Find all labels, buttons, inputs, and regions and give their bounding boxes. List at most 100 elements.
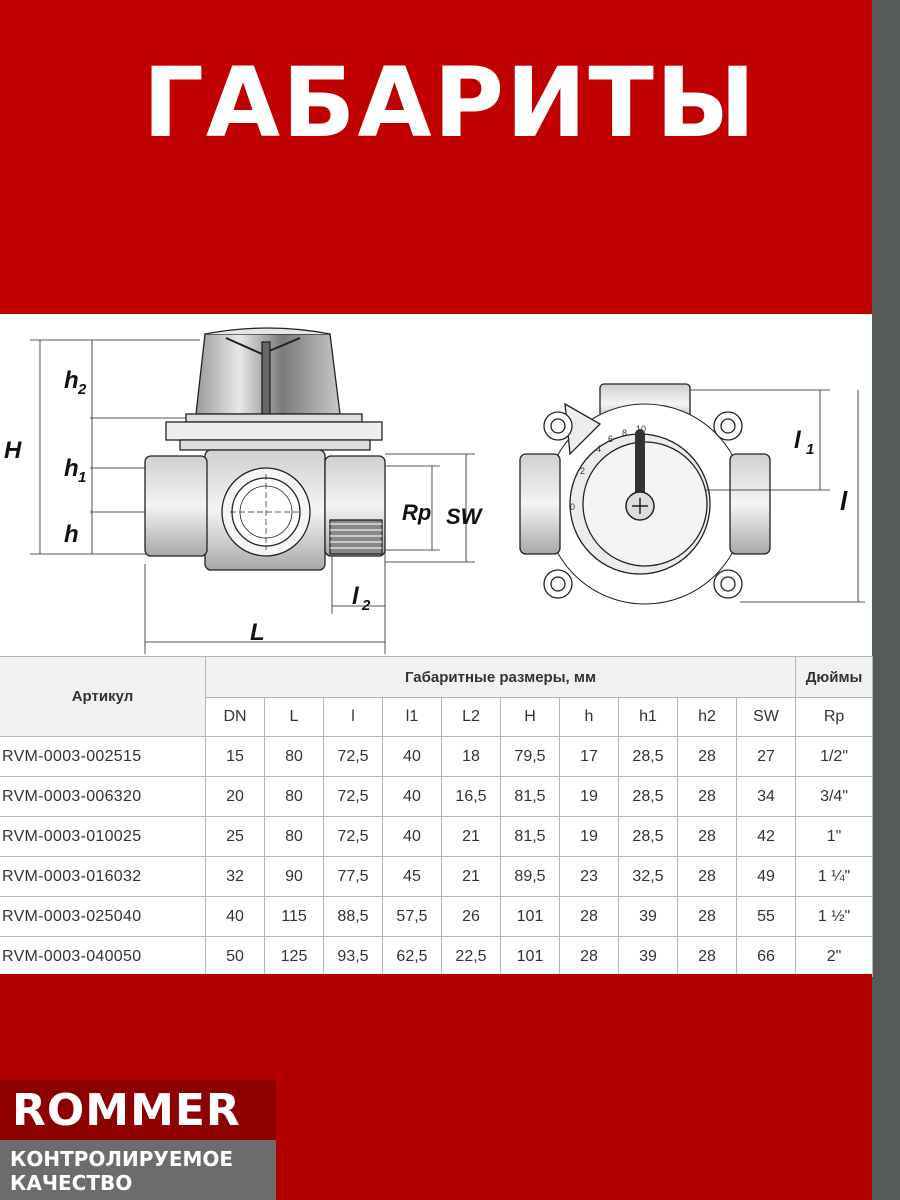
- column-header: h2: [677, 697, 737, 737]
- value-cell: 81,5: [500, 776, 560, 817]
- dim-L: L: [250, 619, 265, 646]
- dim-l1: l: [794, 427, 802, 454]
- dim-h2-sub: 2: [77, 381, 87, 398]
- value-cell: 1 ½": [795, 896, 874, 937]
- scale-number: 10: [636, 424, 646, 434]
- scale-number: 0: [570, 502, 575, 512]
- value-cell: 90: [264, 856, 324, 897]
- value-cell: 42: [735, 816, 797, 857]
- value-cell: 39: [618, 936, 678, 977]
- value-cell: 55: [735, 896, 797, 937]
- dim-h1-sub: 1: [78, 469, 86, 486]
- value-cell: 89,5: [500, 856, 560, 897]
- value-cell: 18: [441, 736, 501, 777]
- article-header: Артикул: [0, 656, 206, 737]
- value-cell: 72,5: [323, 736, 383, 777]
- brand-slogan: КОНТРОЛИРУЕМОЕ КАЧЕСТВО: [0, 1140, 276, 1200]
- value-cell: 80: [264, 776, 324, 817]
- scale-number: 8: [622, 428, 627, 438]
- column-header: h1: [618, 697, 678, 737]
- value-cell: 28,5: [618, 816, 678, 857]
- column-header: Rp: [795, 697, 874, 737]
- value-cell: 28: [559, 936, 619, 977]
- article-cell: RVM-0003-006320: [0, 776, 206, 817]
- value-cell: 72,5: [323, 816, 383, 857]
- value-cell: 28: [677, 776, 737, 817]
- dim-l2-sub: 2: [361, 597, 371, 614]
- value-cell: 50: [205, 936, 265, 977]
- inches-group-header: Дюймы: [795, 656, 874, 698]
- value-cell: 80: [264, 736, 324, 777]
- value-cell: 28: [677, 896, 737, 937]
- dim-h: h: [64, 521, 79, 548]
- value-cell: 34: [735, 776, 797, 817]
- dim-h2: h: [64, 367, 79, 394]
- brand-logo: ROMMER: [0, 1080, 276, 1140]
- dim-l1-sub: 1: [806, 441, 814, 458]
- value-cell: 32,5: [618, 856, 678, 897]
- valve-drawing: H h 2 h 1 h Rp SW l 2 L l 1 l 0 2 4 6 8 …: [4, 327, 865, 654]
- value-cell: 21: [441, 816, 501, 857]
- value-cell: 40: [382, 736, 442, 777]
- value-cell: 93,5: [323, 936, 383, 977]
- value-cell: 17: [559, 736, 619, 777]
- dim-Rp: Rp: [402, 500, 431, 525]
- value-cell: 21: [441, 856, 501, 897]
- value-cell: 28,5: [618, 736, 678, 777]
- value-cell: 3/4": [795, 776, 874, 817]
- value-cell: 26: [441, 896, 501, 937]
- value-cell: 40: [382, 816, 442, 857]
- value-cell: 66: [735, 936, 797, 977]
- column-header: l: [323, 697, 383, 737]
- column-header: DN: [205, 697, 265, 737]
- value-cell: 125: [264, 936, 324, 977]
- value-cell: 28: [677, 936, 737, 977]
- scale-number: 6: [608, 434, 613, 444]
- value-cell: 15: [205, 736, 265, 777]
- value-cell: 88,5: [323, 896, 383, 937]
- dim-l2: l: [352, 583, 360, 610]
- article-cell: RVM-0003-016032: [0, 856, 206, 897]
- value-cell: 23: [559, 856, 619, 897]
- scale-number: 4: [596, 444, 601, 454]
- value-cell: 49: [735, 856, 797, 897]
- value-cell: 20: [205, 776, 265, 817]
- dim-SW: SW: [446, 504, 484, 529]
- value-cell: 2": [795, 936, 874, 977]
- dim-h1: h: [64, 455, 79, 482]
- value-cell: 28: [677, 856, 737, 897]
- value-cell: 19: [559, 816, 619, 857]
- value-cell: 101: [500, 896, 560, 937]
- value-cell: 28: [559, 896, 619, 937]
- slogan-line-1: КОНТРОЛИРУЕМОЕ: [10, 1147, 234, 1171]
- value-cell: 32: [205, 856, 265, 897]
- value-cell: 45: [382, 856, 442, 897]
- value-cell: 25: [205, 816, 265, 857]
- value-cell: 28: [677, 736, 737, 777]
- column-header: h: [559, 697, 619, 737]
- value-cell: 101: [500, 936, 560, 977]
- value-cell: 72,5: [323, 776, 383, 817]
- value-cell: 40: [205, 896, 265, 937]
- value-cell: 39: [618, 896, 678, 937]
- value-cell: 22,5: [441, 936, 501, 977]
- value-cell: 80: [264, 816, 324, 857]
- slogan-line-2: КАЧЕСТВО: [10, 1171, 133, 1195]
- value-cell: 57,5: [382, 896, 442, 937]
- value-cell: 1": [795, 816, 874, 857]
- dim-l: l: [840, 486, 848, 516]
- column-header: SW: [735, 697, 797, 737]
- value-cell: 1 ¼": [795, 856, 874, 897]
- value-cell: 115: [264, 896, 324, 937]
- column-header: L: [264, 697, 324, 737]
- value-cell: 1/2": [795, 736, 874, 777]
- value-cell: 79,5: [500, 736, 560, 777]
- column-header: l1: [382, 697, 442, 737]
- logo-text: ROMMER: [12, 1085, 241, 1136]
- article-cell: RVM-0003-010025: [0, 816, 206, 857]
- scale-number: 2: [580, 466, 585, 476]
